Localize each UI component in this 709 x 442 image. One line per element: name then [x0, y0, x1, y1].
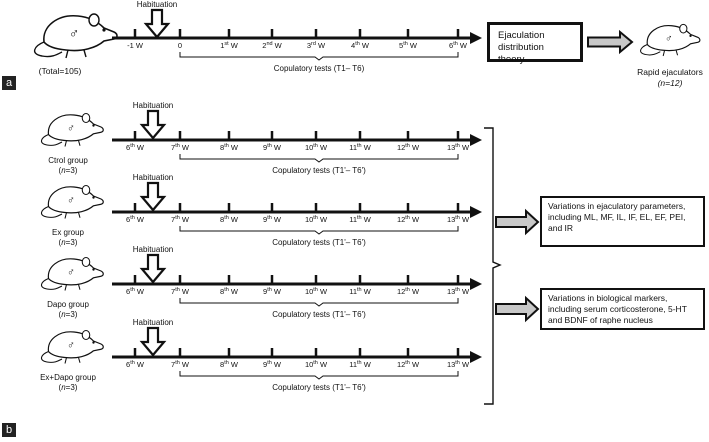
brace-b [179, 371, 459, 380]
timeline-b-tick-label: 13th W [447, 287, 470, 296]
timeline-b-tick-label: 7th W [171, 143, 190, 152]
timeline-b-tick-label: 10th W [305, 360, 328, 369]
theory-box: Ejaculation distribution theory [487, 22, 583, 65]
mouse-group-icon [41, 256, 104, 291]
timeline-b-tick-label: 6th W [126, 360, 145, 369]
panel-b-tag: b [2, 423, 16, 437]
group-n: (n=3) [59, 310, 78, 319]
outcome-box-ejaculatory: Variations in ejaculatory parameters, in… [540, 196, 705, 247]
timeline-a-tick-label: 5th W [399, 41, 418, 50]
timeline-b-tick-label: 13th W [447, 143, 470, 152]
arrow-to-outcome-1 [495, 208, 540, 236]
brace-b [179, 298, 459, 307]
brace-b-label: Copulatory tests (T1'– T6') [272, 383, 366, 392]
group-name: Ctrol group [48, 156, 88, 165]
male-symbol-icon: ♂ [67, 267, 75, 279]
timeline-b-tick-label: 12th W [397, 215, 420, 224]
mouse-group-icon [41, 329, 104, 364]
timeline-b-tick-label: 9th W [263, 215, 282, 224]
timeline-b-tick-label: 12th W [397, 287, 420, 296]
mouse-total-icon [34, 13, 118, 59]
brace-a-label: Copulatory tests (T1– T6) [274, 64, 365, 73]
mouse-group-icon [41, 184, 104, 219]
timeline-a-head [470, 32, 482, 44]
timeline-b-tick-label: 9th W [263, 143, 282, 152]
timeline-b-tick-label: 11th W [349, 287, 371, 296]
timeline-b-tick-label: 11th W [349, 143, 371, 152]
habituation-arrow-b [139, 326, 167, 357]
timeline-b-tick-label: 12th W [397, 360, 420, 369]
timeline-b-tick-label: 6th W [126, 287, 145, 296]
habituation-arrow-a-label: Habituation [137, 0, 177, 9]
habituation-arrow-b-label: Habituation [133, 101, 173, 110]
timeline-a-tick-label: 3rd W [307, 41, 326, 50]
timeline-b-head [470, 351, 482, 363]
brace-b [179, 154, 459, 163]
mouse-rapid-icon [640, 23, 701, 57]
group-n: (n=3) [59, 383, 78, 392]
arrow-to-outcome-2 [495, 295, 540, 323]
habituation-arrow-b-label: Habituation [133, 318, 173, 327]
habituation-arrow-b [139, 253, 167, 284]
group-n: (n=3) [59, 238, 78, 247]
habituation-arrow-b-label: Habituation [133, 245, 173, 254]
timeline-a-tick-label: 2nd W [262, 41, 282, 50]
male-symbol-icon: ♂ [67, 123, 75, 135]
brace-b-label: Copulatory tests (T1'– T6') [272, 238, 366, 247]
habituation-arrow-b-label: Habituation [133, 173, 173, 182]
brace-a [179, 52, 459, 61]
timeline-a-tick-label: -1 W [127, 41, 144, 50]
timeline-b-head [470, 278, 482, 290]
group-name: Ex group [52, 228, 85, 237]
timeline-b-tick-label: 7th W [171, 215, 190, 224]
timeline-b-tick-label: 7th W [171, 360, 190, 369]
timeline-b-tick-label: 9th W [263, 287, 282, 296]
outcome-box-biomarkers: Variations in biological markers, includ… [540, 288, 705, 330]
male-symbol-icon: ♂ [69, 25, 80, 41]
male-symbol-icon: ♂ [67, 340, 75, 352]
timeline-b-tick-label: 9th W [263, 360, 282, 369]
timeline-b-tick-label: 13th W [447, 215, 470, 224]
timeline-a-tick-label: 1st W [220, 41, 239, 50]
arrow-to-rapid [587, 29, 634, 55]
timeline-b-tick-label: 11th W [349, 215, 371, 224]
timeline-b-tick-label: 8th W [220, 287, 239, 296]
timeline-b-tick-label: 8th W [220, 360, 239, 369]
timeline-b-tick-label: 6th W [126, 143, 145, 152]
rapid-ejaculators-label: Rapid ejaculators [637, 67, 703, 77]
habituation-arrow-b [139, 181, 167, 212]
timeline-b-tick-label: 12th W [397, 143, 420, 152]
total-label: (Total=105) [38, 66, 82, 76]
timeline-b-tick-label: 13th W [447, 360, 470, 369]
timeline-b-tick-label: 8th W [220, 215, 239, 224]
mouse-group-icon [41, 112, 104, 147]
timeline-a-tick-label: 6th W [449, 41, 468, 50]
group-bracket [484, 127, 502, 405]
rapid-ejaculators-n: (n=12) [657, 78, 683, 88]
habituation-arrow-a [143, 8, 171, 39]
timeline-b-tick-label: 10th W [305, 215, 328, 224]
panel-a-tag: a [2, 76, 16, 90]
brace-b-label: Copulatory tests (T1'– T6') [272, 310, 366, 319]
timeline-b-tick-label: 8th W [220, 143, 239, 152]
timeline-b-tick-label: 11th W [349, 360, 371, 369]
timeline-a-tick-label: 4th W [351, 41, 370, 50]
timeline-b-head [470, 134, 482, 146]
group-name: Dapo group [47, 300, 89, 309]
timeline-b-tick-label: 6th W [126, 215, 145, 224]
male-symbol-icon: ♂ [67, 195, 75, 207]
timeline-b-tick-label: 10th W [305, 143, 328, 152]
timeline-a-tick-label: 0 [178, 41, 182, 50]
habituation-arrow-b [139, 109, 167, 140]
brace-b [179, 226, 459, 235]
group-n: (n=3) [59, 166, 78, 175]
timeline-b-tick-label: 7th W [171, 287, 190, 296]
brace-b-label: Copulatory tests (T1'– T6') [272, 166, 366, 175]
male-symbol-icon: ♂ [665, 34, 673, 45]
timeline-b-head [470, 206, 482, 218]
timeline-b-tick-label: 10th W [305, 287, 328, 296]
group-name: Ex+Dapo group [40, 373, 96, 382]
